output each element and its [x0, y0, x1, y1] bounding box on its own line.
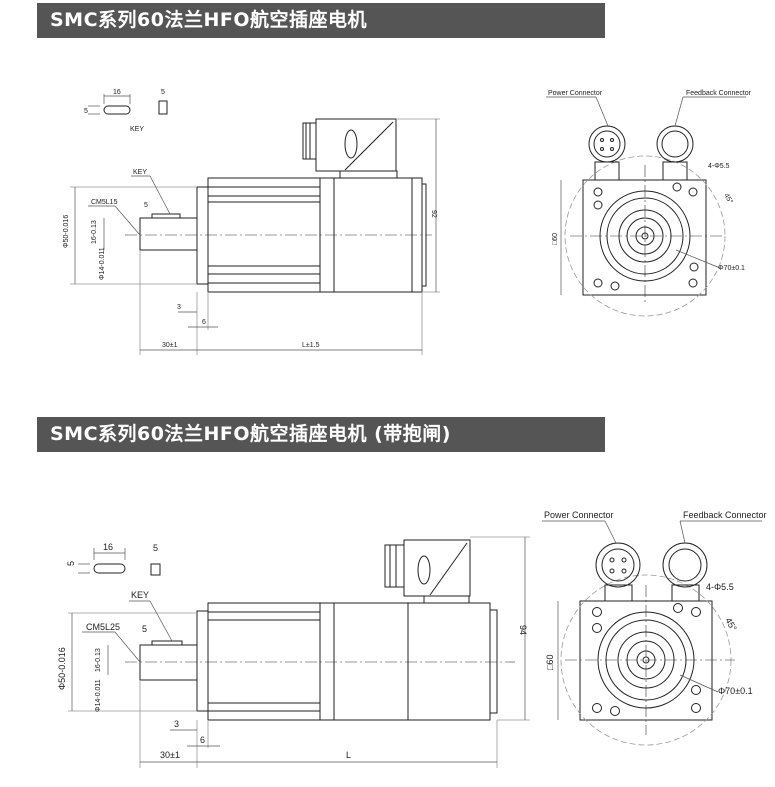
svg-text:Φ14-0.011: Φ14-0.011 [99, 247, 106, 280]
svg-text:5: 5 [144, 202, 148, 209]
svg-text:3: 3 [177, 304, 181, 311]
svg-text:Power Connector: Power Connector [544, 510, 614, 520]
svg-text:30±1: 30±1 [162, 342, 178, 349]
svg-text:Power Connector: Power Connector [548, 90, 603, 97]
svg-text:92: 92 [430, 210, 437, 218]
svg-text:4-Φ5.5: 4-Φ5.5 [706, 582, 734, 592]
svg-text:Φ50-0.016: Φ50-0.016 [57, 647, 67, 690]
section-title-brake: SMC系列60法兰HFO航空插座电机 (带抱闸) [37, 417, 605, 452]
key-detail-1: 16 5 5 KEY [84, 89, 168, 133]
key-detail-2: 16 5 5 [66, 542, 161, 576]
svg-text:Φ70±0.1: Φ70±0.1 [718, 265, 745, 272]
svg-text:Φ14-0.011: Φ14-0.011 [95, 679, 102, 712]
svg-text:□60: □60 [545, 655, 555, 670]
svg-text:KEY: KEY [133, 169, 147, 176]
svg-text:Φ70±0.1: Φ70±0.1 [718, 686, 753, 696]
svg-text:5: 5 [142, 624, 147, 634]
side-view-1: Φ50-0.016 16-0.13 Φ14-0.011 CM5L15 5 KEY… [63, 118, 440, 355]
svg-text:45°: 45° [722, 192, 734, 205]
svg-text:30±1: 30±1 [160, 750, 180, 760]
svg-text:16: 16 [113, 89, 121, 96]
svg-text:6: 6 [202, 319, 206, 326]
svg-text:KEY: KEY [131, 590, 149, 600]
svg-text:16-0.13: 16-0.13 [91, 220, 98, 244]
svg-text:Feedback Connector: Feedback Connector [686, 90, 752, 97]
svg-text:L: L [346, 750, 351, 760]
side-view-2: Φ50-0.016 16-0.13 Φ14-0.011 CM5L25 5 KEY… [57, 536, 530, 768]
svg-text:CM5L15: CM5L15 [91, 199, 118, 206]
svg-text:45°: 45° [723, 616, 739, 633]
svg-text:5: 5 [153, 543, 158, 553]
svg-text:5: 5 [84, 108, 88, 115]
svg-text:4-Φ5.5: 4-Φ5.5 [708, 163, 730, 170]
svg-text:L±1.5: L±1.5 [302, 342, 320, 349]
svg-text:16: 16 [103, 542, 113, 552]
front-view-2: Power Connector Feedback Connector 4-Φ5.… [542, 510, 767, 746]
svg-text:KEY: KEY [130, 126, 144, 133]
svg-text:16-0.13: 16-0.13 [95, 648, 102, 672]
svg-text:CM5L25: CM5L25 [86, 622, 120, 632]
svg-text:5: 5 [66, 561, 76, 566]
svg-text:□60: □60 [552, 233, 559, 245]
svg-text:94: 94 [518, 625, 528, 635]
svg-text:5: 5 [161, 89, 165, 96]
svg-text:Feedback Connector: Feedback Connector [683, 510, 767, 520]
svg-text:Φ50-0.016: Φ50-0.016 [63, 215, 70, 248]
section-title-standard: SMC系列60法兰HFO航空插座电机 [37, 3, 605, 38]
svg-text:3: 3 [174, 719, 179, 729]
front-view-1: Power Connector Feedback Connector 4-Φ5.… [546, 90, 752, 317]
svg-text:6: 6 [200, 735, 205, 745]
